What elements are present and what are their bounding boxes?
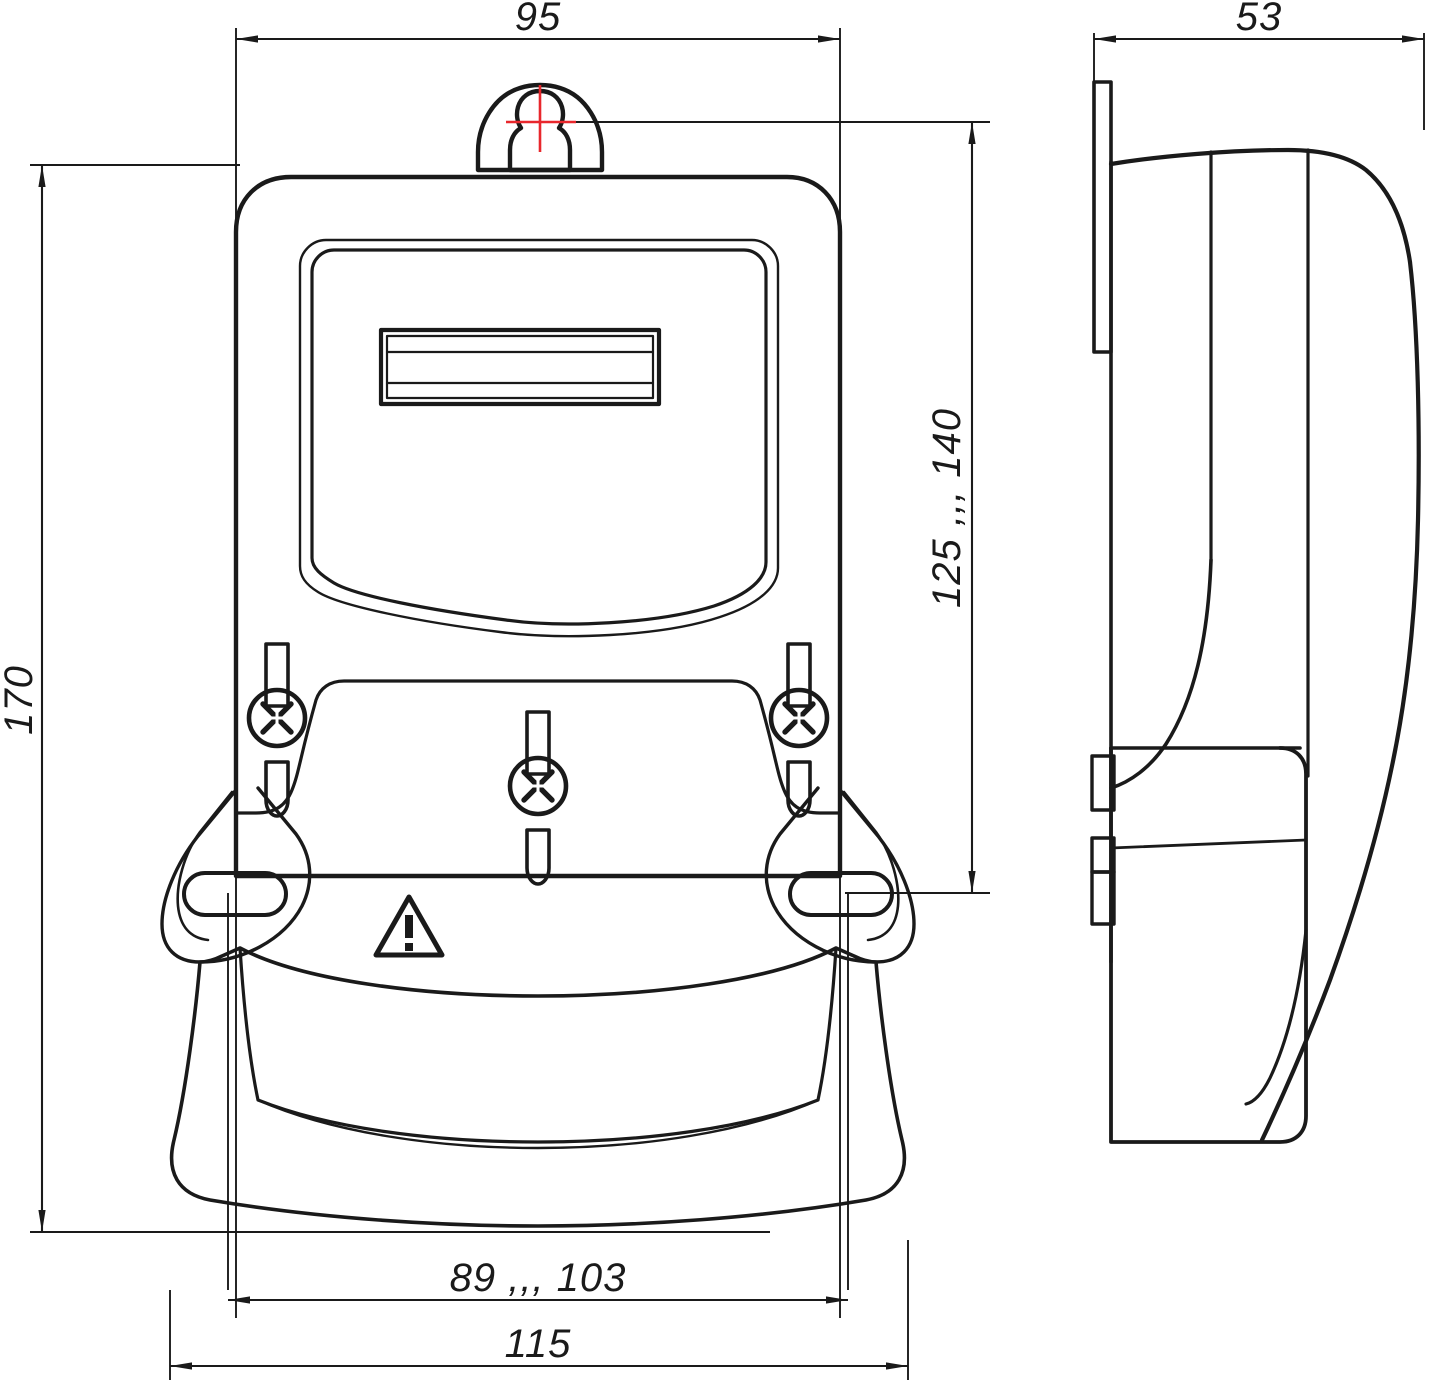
warning-triangle-icon	[373, 894, 445, 958]
screw-center-head	[507, 755, 569, 817]
dim-label-125-140: 125 ,,, 140	[925, 408, 969, 608]
side-view	[1090, 80, 1421, 1144]
terminal-cover	[169, 946, 907, 1228]
hook-centerline-group	[506, 85, 576, 152]
screw-center	[507, 710, 569, 886]
lcd-inner-frame	[385, 334, 655, 400]
side-top-profile	[1108, 147, 1413, 265]
side-terminal-right-wrap	[1244, 928, 1308, 1106]
screw-right-cross-notch	[790, 709, 808, 727]
screw-left-cross-notch	[268, 709, 286, 727]
display-bezel-outer	[298, 238, 780, 638]
dimension-labels-group: 95 53 170 125 ,,, 140 89 ,,, 103 115	[0, 0, 1283, 1366]
terminal-tab-3	[1090, 870, 1116, 926]
warning-exclamation-bar	[405, 915, 413, 938]
screw-center-slot-upper	[525, 710, 551, 776]
warning-exclamation-dot	[405, 943, 413, 951]
screw-right-slot-lower	[786, 760, 812, 818]
display-bezel-inner	[310, 248, 768, 626]
terminal-cover-bead	[256, 1098, 820, 1150]
screw-center-slot-lower	[525, 828, 551, 886]
screw-left-slot-upper	[264, 642, 290, 708]
lug-left-inner-rib	[176, 790, 234, 942]
screw-left	[246, 642, 308, 818]
warning-triangle-outline	[373, 894, 445, 958]
terminal-cover-outer	[169, 946, 907, 1228]
front-view	[160, 82, 916, 1228]
dim-label-89-103: 89 ,,, 103	[450, 1256, 627, 1300]
terminal-cover-inner-lip	[238, 946, 838, 1144]
side-front-cover-profile	[1259, 259, 1421, 1143]
dim-label-170: 170	[0, 665, 41, 735]
screw-right-head	[768, 687, 830, 749]
screw-left-head	[246, 687, 308, 749]
hook-outer-shell	[475, 82, 605, 173]
meter-body-outline	[233, 174, 843, 879]
terminal-tab-1	[1090, 754, 1116, 812]
side-display-under-curve	[1109, 558, 1213, 790]
lug-right-inner-rib	[842, 790, 900, 942]
dim-label-53: 53	[1236, 0, 1283, 39]
screw-center-cross-notch	[529, 777, 547, 795]
side-terminal-split-line	[1109, 838, 1308, 850]
lug-left-slot	[182, 871, 288, 917]
screw-right-slot-upper	[786, 642, 812, 708]
lcd-outer-frame	[378, 327, 662, 407]
side-terminal-block	[1109, 746, 1308, 1144]
dim-label-115: 115	[505, 1322, 572, 1366]
dim-label-95: 95	[515, 0, 562, 39]
dimension-115	[169, 1240, 909, 1380]
screw-left-slot-lower	[264, 760, 290, 818]
lcd-display	[378, 327, 662, 407]
lug-right-slot	[788, 871, 894, 917]
screw-right	[768, 642, 830, 818]
terminal-cover-top-plate	[234, 679, 842, 815]
